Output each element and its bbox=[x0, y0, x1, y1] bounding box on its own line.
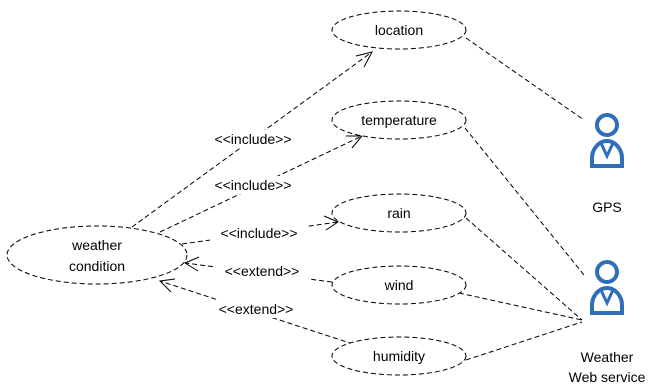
actor-label: Weather bbox=[581, 349, 634, 365]
include-arrowhead-temperature bbox=[346, 135, 364, 149]
stereotype-label: <<include>> bbox=[214, 131, 291, 147]
use-case-humidity: humidity bbox=[331, 336, 467, 376]
association-gps-location bbox=[465, 37, 585, 121]
use-case-label: wind bbox=[384, 277, 414, 293]
include-line-rain bbox=[181, 221, 339, 245]
extend-line-humidity bbox=[159, 280, 354, 345]
stereotype-labels: <<include>> <<include>> <<include>> <<ex… bbox=[206, 130, 308, 318]
stereotype-label: <<extend>> bbox=[225, 263, 300, 279]
use-case-temperature: temperature bbox=[331, 100, 467, 140]
extend-arrowhead-wind bbox=[183, 256, 200, 272]
stereotype-label: <<include>> bbox=[220, 225, 297, 241]
association-webservice-wind bbox=[458, 292, 583, 321]
extend-arrowhead-humidity bbox=[158, 278, 176, 293]
stereotype-label: <<include>> bbox=[214, 177, 291, 193]
association-webservice-rain bbox=[465, 217, 583, 321]
use-case-label: location bbox=[375, 22, 423, 38]
use-case-label: humidity bbox=[373, 348, 425, 364]
use-case-rain: rain bbox=[331, 193, 467, 233]
associations bbox=[458, 37, 585, 361]
actor-gps: GPS bbox=[590, 113, 624, 215]
actor-label: Web service bbox=[569, 369, 646, 385]
actor-label: GPS bbox=[592, 199, 622, 215]
use-case-location: location bbox=[331, 10, 467, 50]
include-arrowhead-location bbox=[355, 51, 373, 68]
association-webservice-temperature bbox=[464, 127, 585, 276]
association-webservice-humidity bbox=[465, 321, 583, 361]
actor-icon bbox=[590, 113, 624, 168]
stereotype-label: <<extend>> bbox=[219, 301, 294, 317]
use-case-wind: wind bbox=[331, 265, 467, 305]
use-case-weather-condition: weather condition bbox=[6, 225, 188, 285]
actor-weather-web-service: Weather Web service bbox=[569, 260, 646, 385]
use-case-label: condition bbox=[69, 258, 125, 274]
use-case-label: weather bbox=[71, 237, 122, 253]
use-case-label: rain bbox=[387, 205, 410, 221]
include-arrowhead-rain bbox=[323, 215, 340, 231]
actor-icon bbox=[590, 260, 624, 315]
use-case-label: temperature bbox=[361, 112, 437, 128]
include-line-temperature bbox=[159, 135, 363, 233]
